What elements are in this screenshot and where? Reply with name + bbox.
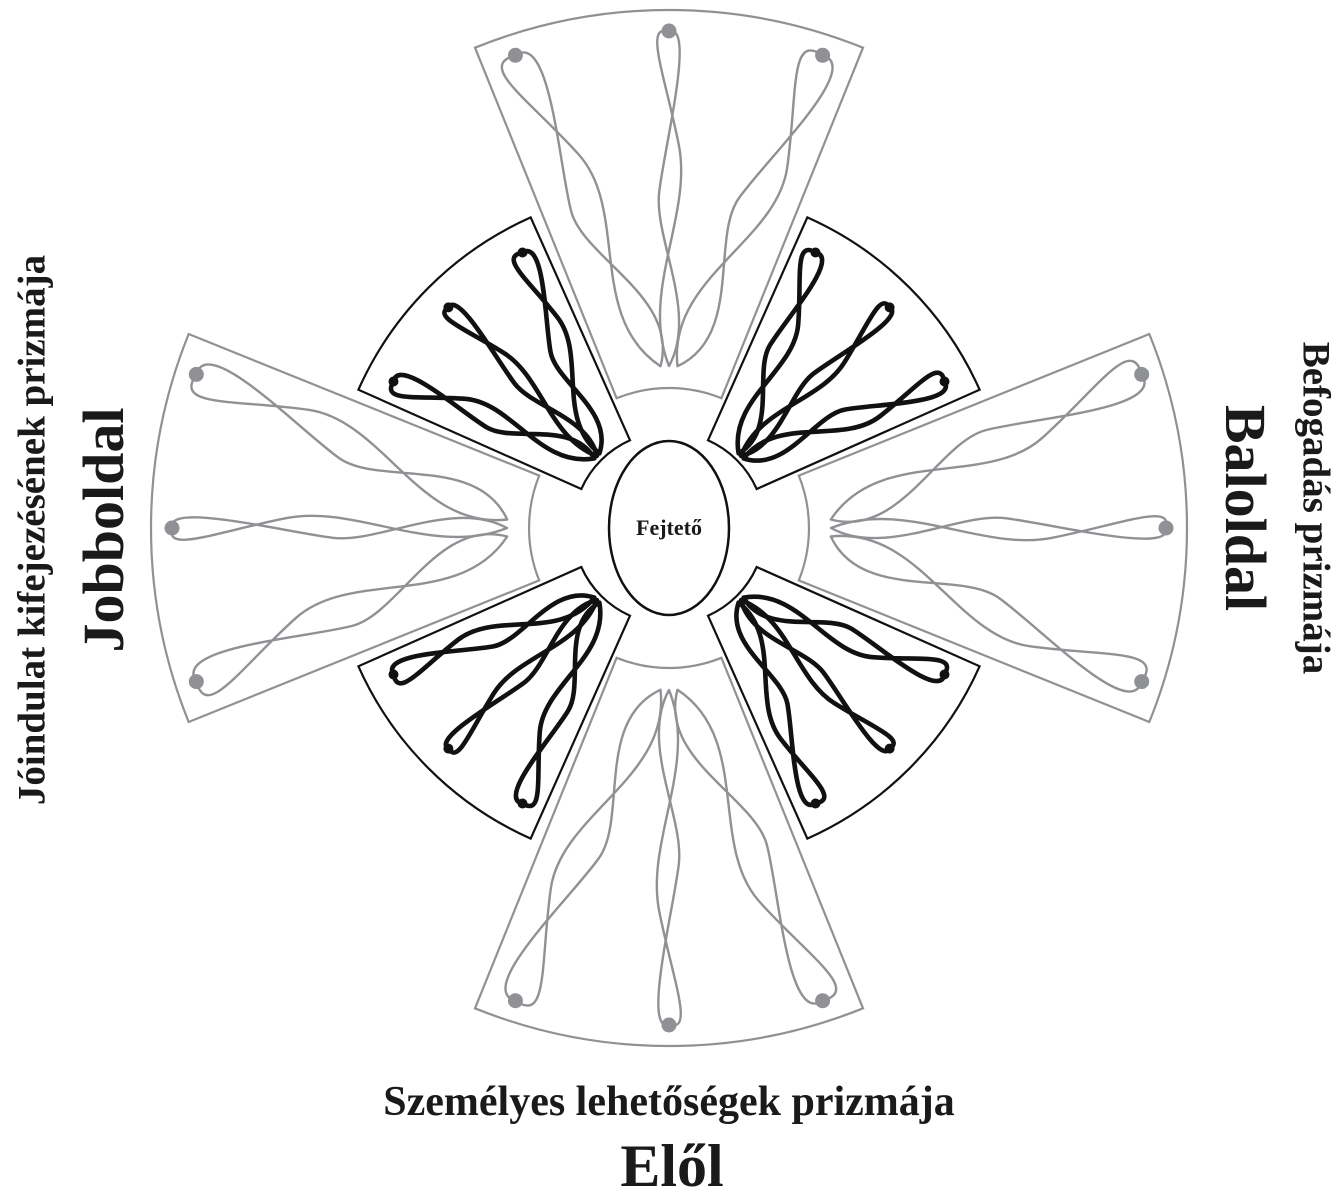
inner-petal-top-right-node-dot	[811, 248, 821, 258]
outer-petal-bottom	[475, 658, 863, 1046]
outer-petal-top-frame	[475, 10, 863, 398]
outer-petal-left-node-dot	[189, 674, 204, 689]
outer-petal-bottom-loop	[505, 690, 661, 1006]
center-node: Fejtető	[609, 441, 729, 615]
front-prism-label: Személyes lehetőségek prizmája	[383, 1081, 955, 1123]
left-prism-label: Jóindulat kifejezésének prizmája	[13, 255, 52, 805]
outer-petal-right-node-dot	[1159, 521, 1174, 536]
outer-petal-right-node-dot	[1134, 674, 1149, 689]
inner-petal-bottom-left-node-dot	[389, 670, 399, 680]
inner-petal-bottom-right	[708, 567, 980, 839]
inner-petal-top-left-node-dot	[389, 377, 399, 387]
inner-petal-top-right	[708, 217, 980, 489]
inner-petal-bottom-right-node-dot	[885, 744, 895, 754]
outer-petal-left-loop	[191, 364, 507, 520]
inner-petal-top-left	[358, 217, 630, 489]
center-label: Fejtető	[636, 515, 702, 540]
outer-petal-left	[151, 334, 539, 722]
outer-petal-left-frame	[151, 334, 539, 722]
outer-petal-right-loop	[831, 516, 1167, 540]
right-prism-label: Befogadás prizmája	[1297, 342, 1336, 675]
inner-petal-top-right-node-dot	[885, 302, 895, 312]
outer-petal-bottom-node-dot	[815, 993, 830, 1008]
left-side-label: Jobboldal	[75, 408, 133, 653]
outer-petal-top	[475, 10, 863, 398]
outer-petal-bottom-frame	[475, 658, 863, 1046]
front-side-label: Elől	[620, 1136, 723, 1196]
inner-petal-bottom-right-node-dot	[811, 799, 821, 809]
outer-petal-top-loop	[657, 30, 681, 366]
inner-petal-bottom-left-node-dot	[518, 799, 528, 809]
right-side-label: Baloldal	[1216, 405, 1274, 611]
inner-petal-bottom-right-node-dot	[940, 670, 950, 680]
outer-petal-left-loop	[193, 534, 507, 695]
outer-petal-top-node-dot	[662, 24, 677, 39]
outer-petal-top-node-dot	[815, 48, 830, 63]
outer-petal-bottom-loop	[657, 690, 681, 1026]
outer-petal-left-loop	[171, 516, 507, 540]
outer-petal-left-node-dot	[189, 367, 204, 382]
outer-petal-right-loop	[831, 536, 1147, 692]
outer-petal-right-frame	[799, 334, 1187, 722]
outer-petal-top-node-dot	[508, 48, 523, 63]
outer-petal-right-loop	[831, 361, 1145, 522]
inner-petal-bottom-left	[358, 567, 630, 839]
outer-petal-bottom-node-dot	[662, 1018, 677, 1033]
outer-petal-bottom-loop	[675, 690, 836, 1004]
inner-petal-top-left-node-dot	[443, 302, 453, 312]
outer-petal-right-node-dot	[1134, 367, 1149, 382]
outer-petal-top-loop	[677, 50, 833, 366]
outer-petal-top-loop	[502, 52, 663, 366]
inner-petal-top-left-node-dot	[518, 248, 528, 258]
outer-petal-right	[799, 334, 1187, 722]
inner-petal-bottom-left-node-dot	[443, 744, 453, 754]
inner-petal-top-right-node-dot	[940, 377, 950, 387]
outer-petal-left-node-dot	[165, 521, 180, 536]
outer-petal-bottom-node-dot	[508, 993, 523, 1008]
